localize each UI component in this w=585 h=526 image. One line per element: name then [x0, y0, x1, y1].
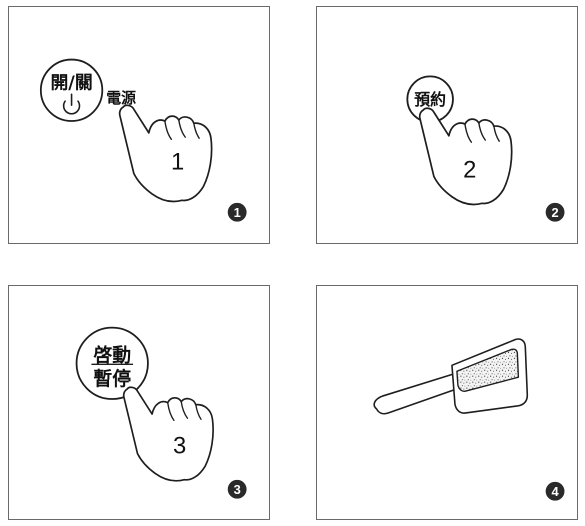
step-1-badge — [227, 202, 247, 222]
pointing-hand-icon — [418, 107, 513, 206]
power-side-label: 電源 — [106, 89, 136, 107]
start-pause-label-line2: 暫停 — [93, 367, 131, 390]
pointing-hand-icon — [122, 386, 214, 482]
pointing-hand-icon — [118, 104, 213, 203]
step-3-panel: 啓動 暫停 3 3 — [8, 285, 270, 520]
step-1-badge-label: 1 — [234, 205, 241, 220]
step-1-number: 1 — [171, 149, 184, 176]
step-3-number: 3 — [173, 433, 186, 460]
step-2-panel: 預約 2 2 — [316, 6, 578, 244]
step-3-illustration: 啓動 暫停 3 3 — [75, 326, 247, 499]
step-2-number: 2 — [463, 157, 476, 184]
step-2-illustration: 預約 2 2 — [406, 75, 565, 222]
step-3-badge — [227, 479, 247, 499]
step-1-panel: 開/關 電源 1 1 — [8, 6, 270, 244]
step-4-illustration: 4 — [373, 338, 565, 501]
measuring-scoop-icon — [373, 338, 529, 415]
step-1-illustration: 開/關 電源 1 1 — [39, 58, 247, 222]
step-4-badge — [545, 481, 565, 501]
power-icon — [62, 93, 81, 115]
power-button — [39, 58, 104, 122]
step-4-panel: 4 — [316, 285, 578, 520]
power-button-label: 開/關 — [50, 72, 92, 93]
step-2-badge-label: 2 — [551, 205, 558, 220]
step-2-badge — [545, 202, 565, 222]
timer-button-label: 預約 — [414, 90, 446, 109]
start-pause-label-line1: 啓動 — [93, 343, 131, 366]
step-4-badge-label: 4 — [551, 484, 559, 499]
step-3-badge-label: 3 — [234, 482, 241, 497]
start-pause-button — [75, 326, 149, 400]
